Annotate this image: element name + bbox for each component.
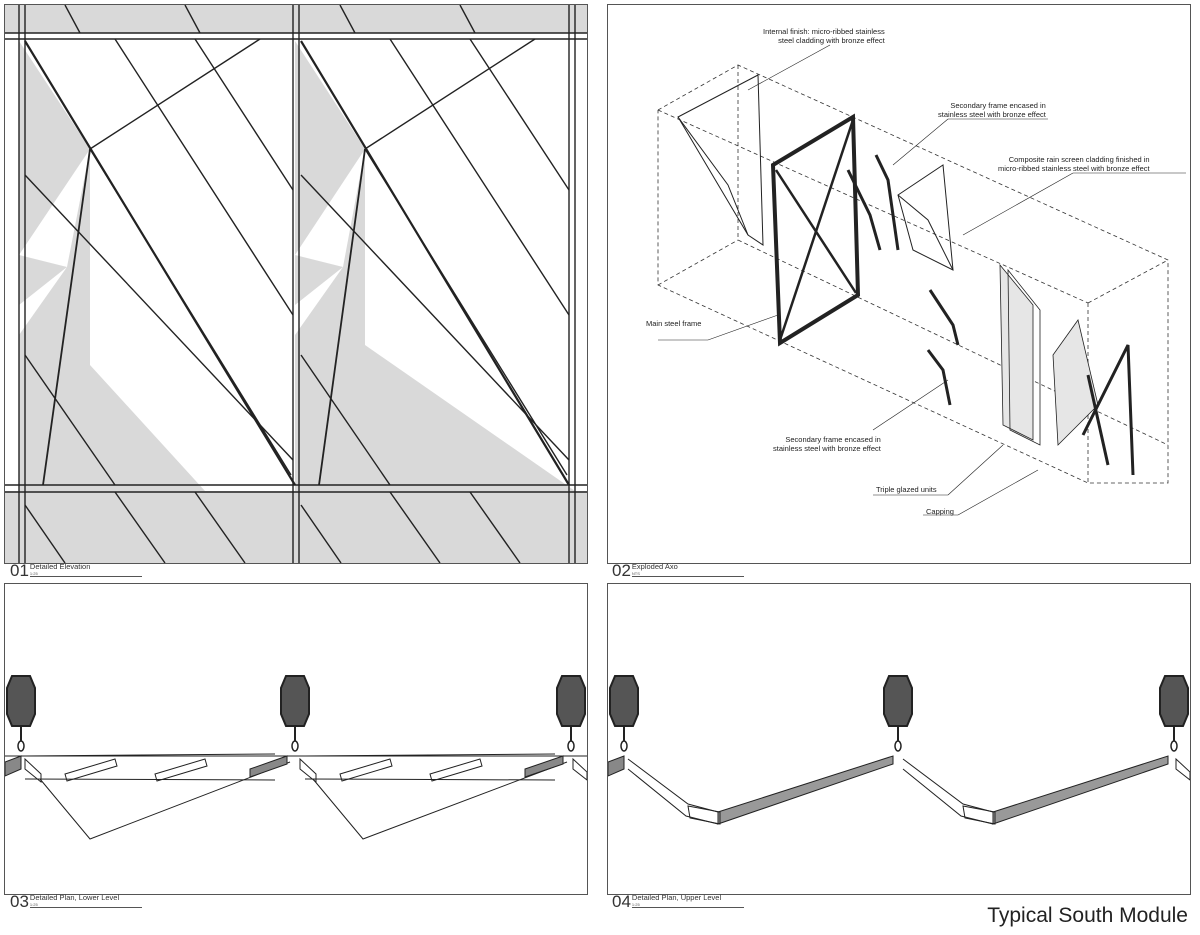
- elevation-drawing: [5, 5, 587, 563]
- panel-scale: 1:25: [29, 902, 38, 907]
- sheet-title: Typical South Module: [987, 904, 1188, 927]
- label-line: Internal finish: micro-ribbed stainless: [763, 27, 885, 36]
- label-capping: Capping: [926, 507, 954, 516]
- label-line: Secondary frame encased in: [785, 435, 881, 444]
- panel-scale: 1:25: [631, 902, 640, 907]
- panel-number: 03: [10, 892, 29, 911]
- plan-upper-drawing: [608, 675, 1190, 825]
- panel-name: Detailed Plan, Upper Level: [631, 893, 722, 902]
- label-line: stainless steel with bronze effect: [773, 444, 881, 453]
- label-line: steel cladding with bronze effect: [778, 36, 885, 45]
- plan-lower-level-panel: [4, 583, 588, 895]
- axo-drawing: [657, 44, 1186, 516]
- label-line: stainless steel with bronze effect: [938, 110, 1046, 119]
- label-line: Composite rain screen cladding finished …: [1008, 155, 1150, 164]
- label-main-frame: Main steel frame: [646, 319, 702, 328]
- panel-number: 01: [10, 561, 29, 580]
- plan-upper-level-panel: [607, 583, 1191, 895]
- label-composite-cladding: Composite rain screen cladding finished …: [998, 155, 1150, 173]
- plan-lower-drawing: [5, 675, 587, 840]
- panel-scale: NTS: [631, 571, 640, 576]
- panel-number: 04: [612, 892, 631, 911]
- panel-name: Exploded Axo: [631, 562, 678, 571]
- label-line: Secondary frame encased in: [950, 101, 1046, 110]
- panel-name: Detailed Plan, Lower Level: [29, 893, 120, 902]
- panel-scale: 1:25: [29, 571, 38, 576]
- label-triple-glazed: Triple glazed units: [876, 485, 937, 494]
- panel-name: Detailed Elevation: [29, 562, 91, 571]
- label-line: micro-ribbed stainless steel with bronze…: [998, 164, 1150, 173]
- detailed-elevation-panel: [4, 4, 588, 564]
- panel-number: 02: [612, 561, 631, 580]
